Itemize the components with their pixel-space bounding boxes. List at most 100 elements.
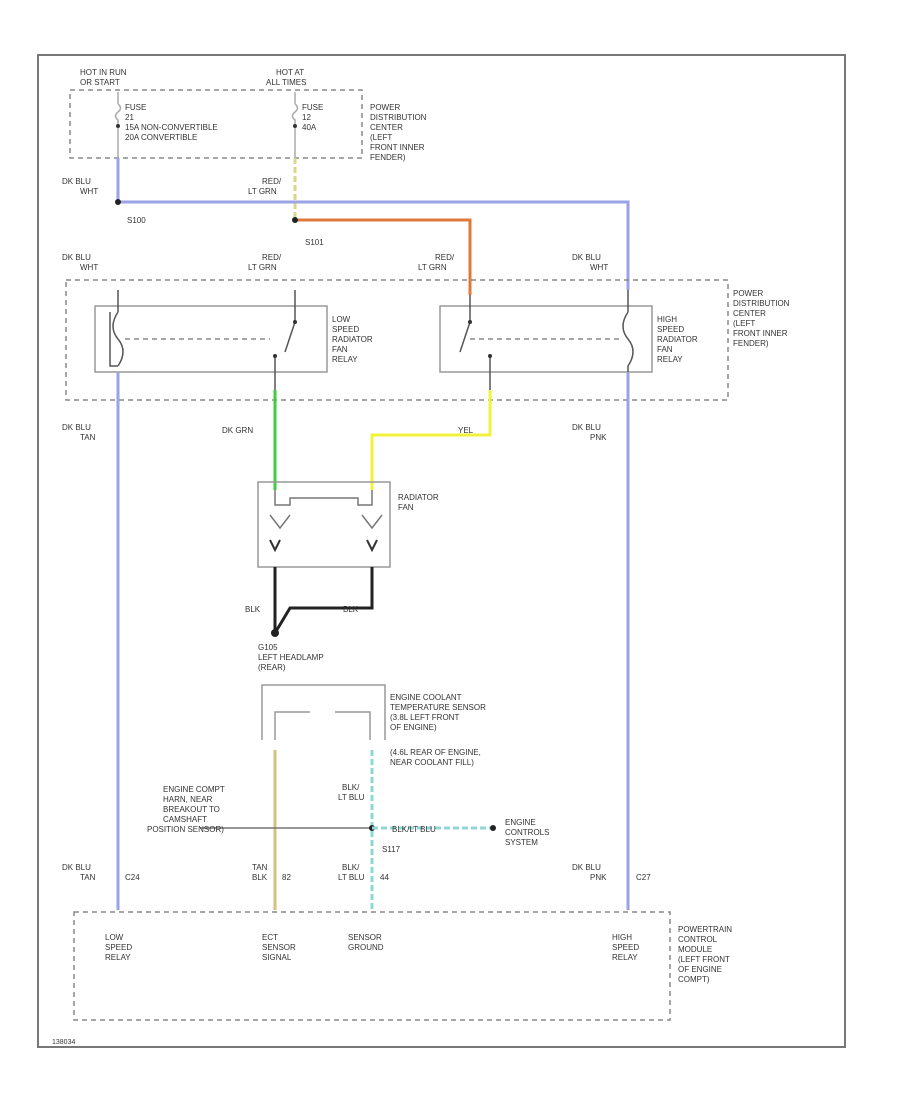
radiator-fan-terminals (269, 539, 378, 553)
wire-label-blk-ltblu-1: BLK/ (342, 783, 360, 792)
radiator-fan-label-1: RADIATOR (398, 493, 439, 502)
pdc-top-6: FENDER) (370, 153, 406, 162)
pdc-top-2: DISTRIBUTION (370, 113, 427, 122)
wire-label-blk-2: BLK (343, 605, 359, 614)
pcm-sg-2: GROUND (348, 943, 384, 952)
pcm-high-1: HIGH (612, 933, 632, 942)
splice-s100 (115, 199, 121, 205)
splice-s101-label: S101 (305, 238, 324, 247)
figure-id: 138034 (52, 1039, 75, 1046)
wire-label-dkblu-4: DK BLU (62, 423, 91, 432)
fuse2-label: FUSE (302, 103, 323, 112)
fuse1-symbol (114, 92, 122, 158)
low-relay-label-4: FAN (332, 345, 348, 354)
pcm-ect-3: SIGNAL (262, 953, 292, 962)
pcm-high-2: SPEED (612, 943, 639, 952)
pin-c27: C27 (636, 873, 651, 882)
pin-44: 44 (380, 873, 389, 882)
hot-in-run-label: HOT IN RUN (80, 68, 127, 77)
wire-label-dkblu-3b: WHT (590, 263, 608, 272)
pcm-sg-1: SENSOR (348, 933, 382, 942)
eng-compt-label-1: ENGINE COMPT (163, 785, 225, 794)
low-relay-label-2: SPEED (332, 325, 359, 334)
fuse2-number: 12 (302, 113, 311, 122)
wire-label-dkgrn: DK GRN (222, 426, 253, 435)
pcm-ect-2: SENSOR (262, 943, 296, 952)
pcm-label-6: COMPT) (678, 975, 710, 984)
pdc-top-3: CENTER (370, 123, 403, 132)
wire-label-tan: TAN (252, 863, 268, 872)
ect-sensor-box (261, 684, 386, 740)
g105-label-1: G105 (258, 643, 278, 652)
splice-s100-label: S100 (127, 216, 146, 225)
ect-label-4: OF ENGINE) (390, 723, 437, 732)
wire-label-dkblu-7: DK BLU (572, 863, 601, 872)
eng-compt-label-2: HARN, NEAR (163, 795, 213, 804)
radiator-fan-box (257, 481, 391, 568)
fuse1-label: FUSE (125, 103, 146, 112)
wire-blk-2 (273, 567, 374, 634)
pcm-label-2: CONTROL (678, 935, 718, 944)
low-relay-switch (274, 290, 296, 390)
pdc-mid-1: POWER (733, 289, 763, 298)
wire-label-dkblu-4b: TAN (80, 433, 96, 442)
low-relay-label-1: LOW (332, 315, 351, 324)
pcm-label-1: POWERTRAIN (678, 925, 732, 934)
ect-label-6: NEAR COOLANT FILL) (390, 758, 474, 767)
hot-at-all-label-2: ALL TIMES (266, 78, 306, 87)
wire-label-red-2: RED/ (262, 253, 282, 262)
ground-g105 (271, 629, 279, 637)
radiator-fan-label-2: FAN (398, 503, 414, 512)
radiator-fan-brush-link (274, 490, 373, 506)
pdc-mid-3: CENTER (733, 309, 766, 318)
fuse1-amp-1: 15A NON-CONVERTIBLE (125, 123, 218, 132)
wire-label-dkblu-1b: WHT (80, 187, 98, 196)
low-relay-coil (109, 290, 124, 367)
pcm-label-3: MODULE (678, 945, 712, 954)
eng-compt-label-3: BREAKOUT TO (163, 805, 220, 814)
g105-label-3: (REAR) (258, 663, 286, 672)
wire-label-blk-ltblu-3: BLK/ (342, 863, 360, 872)
eng-compt-label-4: CAMSHAFT (163, 815, 207, 824)
eng-compt-label-5: POSITION SENSOR) (147, 825, 224, 834)
high-relay-label-1: HIGH (657, 315, 677, 324)
ect-label-1: ENGINE COOLANT (390, 693, 462, 702)
eng-ctrl-label-1: ENGINE (505, 818, 536, 827)
wire-label-blk-ltblu-2: BLK/LT BLU (392, 825, 436, 834)
fuse1-number: 21 (125, 113, 134, 122)
wire-label-dkblu-5: DK BLU (572, 423, 601, 432)
ect-sensor-element (274, 711, 371, 740)
ect-label-5: (4.6L REAR OF ENGINE, (390, 748, 481, 757)
high-relay-switch (459, 295, 491, 390)
wire-label-dkblu-6: DK BLU (62, 863, 91, 872)
hot-at-all-label: HOT AT (276, 68, 304, 77)
fuse1-amp-2: 20A CONVERTIBLE (125, 133, 197, 142)
pdc-top-5: FRONT INNER (370, 143, 425, 152)
diagram-frame (37, 54, 846, 1048)
wire-label-dkblu-2: DK BLU (62, 253, 91, 262)
g105-label-2: LEFT HEADLAMP (258, 653, 324, 662)
wire-label-tan-b: BLK (252, 873, 268, 882)
eng-ctrl-label-2: CONTROLS (505, 828, 549, 837)
wire-label-red-3: RED/ (435, 253, 455, 262)
pdc-top-1: POWER (370, 103, 400, 112)
fuse2-amp: 40A (302, 123, 317, 132)
high-relay-contact-1 (468, 320, 472, 324)
pcm-label-5: OF ENGINE (678, 965, 722, 974)
ect-label-2: TEMPERATURE SENSOR (390, 703, 486, 712)
pdc-mid-4: (LEFT (733, 319, 755, 328)
pdc-mid-5: FRONT INNER (733, 329, 788, 338)
high-relay-label-3: RADIATOR (657, 335, 698, 344)
pdc-mid-6: FENDER) (733, 339, 769, 348)
fuse1-terminal (116, 124, 120, 128)
low-relay-label-5: RELAY (332, 355, 358, 364)
hot-in-run-label-2: OR START (80, 78, 120, 87)
pcm-low-1: LOW (105, 933, 124, 942)
wire-label-yel: YEL (458, 426, 474, 435)
pcm-outline (73, 911, 671, 1021)
pin-82: 82 (282, 873, 291, 882)
low-relay-label-3: RADIATOR (332, 335, 373, 344)
wire-label-blk-ltblu-3b: LT BLU (338, 873, 365, 882)
wire-label-dkblu-1: DK BLU (62, 177, 91, 186)
